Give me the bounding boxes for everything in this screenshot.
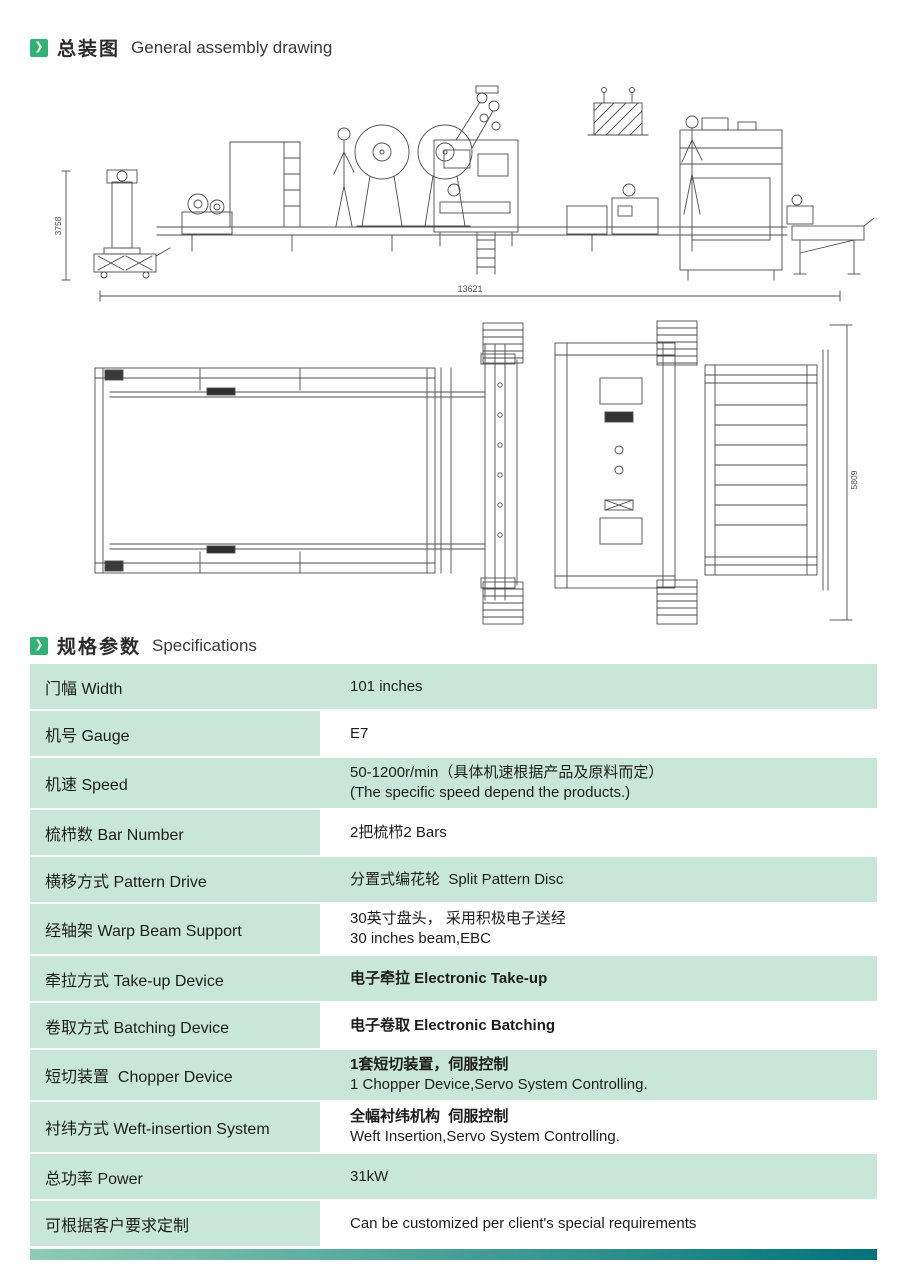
spec-row: 机速 Speed 50-1200r/min（具体机速根据产品及原料而定） (The …: [30, 758, 877, 808]
warp-beams: [354, 124, 473, 227]
spec-row: 衬纬方式 Weft-insertion System 全幅衬纬机构 伺服控制 Wef…: [30, 1102, 877, 1152]
assembly-title-en: General assembly drawing: [131, 37, 333, 57]
spec-row-label: 经轴架 Warp Beam Support: [30, 904, 320, 954]
hopper-block: [587, 87, 649, 136]
spec-row-label: 梳栉数 Bar Number: [30, 810, 320, 855]
spec-value-line: 101 inches: [350, 677, 423, 695]
spec-row-value: 2把梳栉2 Bars: [320, 810, 877, 855]
spec-row-label: 衬纬方式 Weft-insertion System: [30, 1102, 320, 1152]
spec-row: 牵拉方式 Take-up Device 电子牵拉 Electronic Take-…: [30, 956, 877, 1001]
spec-row: 可根据客户要求定制 Can be customized per client's …: [30, 1201, 877, 1246]
spec-value-line: 31kW: [350, 1167, 389, 1185]
top-plan-drawing: 5809: [85, 320, 860, 628]
spec-row-label: 横移方式 Pattern Drive: [30, 857, 320, 902]
spec-value-line: 电子卷取 Electronic Batching: [350, 1016, 556, 1034]
length-dimension-line: [99, 290, 841, 302]
spec-row-value: 1套短切装置，伺服控制 1 Chopper Device,Servo System…: [320, 1050, 877, 1100]
side-elevation-drawing: 13621 3758: [52, 78, 882, 313]
spec-row-value: 全幅衬纬机构 伺服控制 Weft Insertion,Servo System C…: [320, 1102, 877, 1152]
spec-value-line: 30 inches beam,EBC: [350, 930, 491, 947]
assembly-section-header: ❯ 总装图 General assembly drawing: [30, 34, 332, 61]
spec-row: 总功率 Power 31kW: [30, 1154, 877, 1199]
plan-left-frame: [94, 367, 486, 574]
plan-machine-block: [554, 320, 698, 625]
spec-row-value: 101 inches: [320, 664, 877, 709]
section-arrow-icon: ❯: [30, 636, 48, 655]
spec-value-line: (The specific speed depend the products.…: [350, 784, 631, 801]
specs-title-en: Specifications: [152, 635, 257, 655]
spec-row: 门幅 Width 101 inches: [30, 664, 877, 709]
spec-row-value: 31kW: [320, 1154, 877, 1199]
spec-value-line: 2把梳栉2 Bars: [350, 823, 447, 841]
spec-value-line: 电子牵拉 Electronic Take-up: [350, 969, 548, 987]
discharge-conveyor: [791, 217, 875, 275]
conveyor-line: [156, 226, 788, 252]
spec-row: 横移方式 Pattern Drive 分置式编花轮 Split Pattern D…: [30, 857, 877, 902]
spec-row-label: 牵拉方式 Take-up Device: [30, 956, 320, 1001]
lift-column: [103, 169, 141, 255]
spec-row-label: 短切装置 Chopper Device: [30, 1050, 320, 1100]
spec-value-line: 1套短切装置，伺服控制: [350, 1056, 509, 1073]
spec-row: 机号 Gauge E7: [30, 711, 877, 756]
spec-row-value: 电子卷取 Electronic Batching: [320, 1003, 877, 1048]
spec-value-line: E7: [350, 724, 369, 742]
spec-row-value: 50-1200r/min（具体机速根据产品及原料而定） (The specific…: [320, 758, 877, 808]
plan-right-frame: [704, 349, 829, 591]
spec-row-label: 可根据客户要求定制: [30, 1201, 320, 1246]
spec-value-line: Weft Insertion,Servo System Controlling.: [350, 1128, 620, 1145]
spec-row: 梳栉数 Bar Number 2把梳栉2 Bars: [30, 810, 877, 855]
spec-value-line: 全幅衬纬机构 伺服控制: [350, 1108, 509, 1125]
specs-section-header: ❯ 规格参数 Specifications: [30, 632, 257, 659]
operator-figure: [681, 115, 703, 215]
right-frame: [679, 117, 814, 281]
footer-gradient-bar: [30, 1249, 877, 1260]
spec-value-line: 分置式编花轮 Split Pattern Disc: [350, 870, 564, 888]
spec-value-line: 30英寸盘头， 采用积极电子送经: [350, 910, 566, 927]
assembly-title-zh: 总装图: [57, 39, 121, 60]
spec-row-value: E7: [320, 711, 877, 756]
operator-figure: [333, 127, 355, 227]
spec-row-label: 卷取方式 Batching Device: [30, 1003, 320, 1048]
frame-ladder: [229, 141, 301, 227]
main-machine: [433, 85, 519, 275]
spec-row-label: 机速 Speed: [30, 758, 320, 808]
spec-row-value: 分置式编花轮 Split Pattern Disc: [320, 857, 877, 902]
mid-units: [566, 183, 659, 235]
spec-row: 经轴架 Warp Beam Support 30英寸盘头， 采用积极电子送经 30 …: [30, 904, 877, 954]
depth-dimension-line: [829, 324, 853, 621]
dim-depth-label: 5809: [849, 470, 859, 489]
dim-total-length-label: 13621: [457, 284, 482, 294]
specs-title-zh: 规格参数: [57, 637, 142, 658]
height-dimension-line: [61, 170, 71, 281]
spec-row-value: 电子牵拉 Electronic Take-up: [320, 956, 877, 1001]
drive-unit: [181, 193, 233, 235]
spec-value-line: Can be customized per client's special r…: [350, 1214, 697, 1232]
spec-row: 短切装置 Chopper Device 1套短切装置，伺服控制 1 Chopper …: [30, 1050, 877, 1100]
spec-value-line: 1 Chopper Device,Servo System Controllin…: [350, 1076, 648, 1093]
spec-row-label: 门幅 Width: [30, 664, 320, 709]
spec-row-value: Can be customized per client's special r…: [320, 1201, 877, 1246]
spec-row-value: 30英寸盘头， 采用积极电子送经 30 inches beam,EBC: [320, 904, 877, 954]
spec-row-label: 总功率 Power: [30, 1154, 320, 1199]
section-arrow-icon: ❯: [30, 38, 48, 57]
spec-row-label: 机号 Gauge: [30, 711, 320, 756]
dim-height-label: 3758: [53, 216, 63, 235]
spec-value-line: 50-1200r/min（具体机速根据产品及原料而定）: [350, 764, 664, 781]
trolley: [93, 247, 171, 279]
plan-center-strip: [440, 322, 524, 625]
spec-row: 卷取方式 Batching Device 电子卷取 Electronic Batc…: [30, 1003, 877, 1048]
